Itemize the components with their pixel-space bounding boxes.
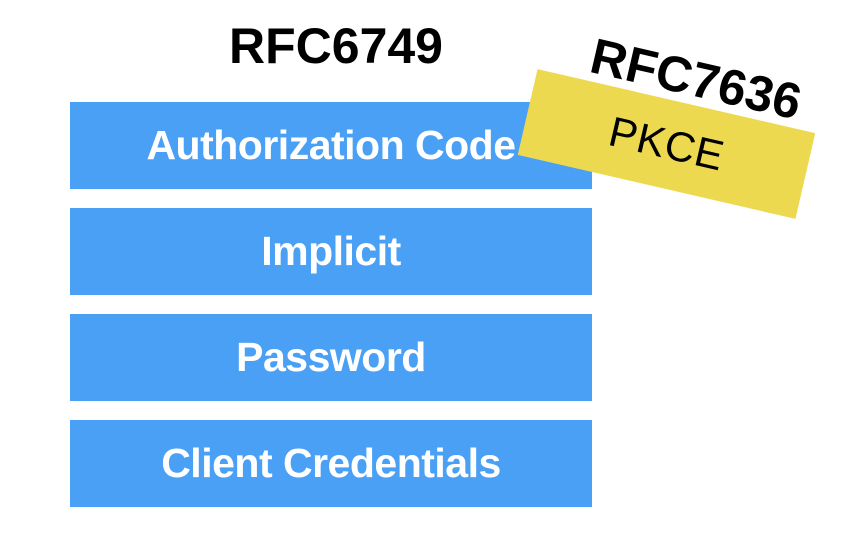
bar-implicit: Implicit (70, 208, 592, 295)
bar-label-password: Password (236, 334, 426, 380)
bar-client-credentials: Client Credentials (70, 420, 592, 507)
pkce-banner-label: PKCE (604, 107, 729, 180)
bar-password: Password (70, 314, 592, 401)
bar-label-authorization-code: Authorization Code (146, 122, 516, 168)
bar-label-implicit: Implicit (261, 228, 401, 274)
rfc6749-title: RFC6749 (229, 18, 443, 74)
bar-authorization-code: Authorization Code (70, 102, 592, 189)
bar-label-client-credentials: Client Credentials (161, 440, 501, 486)
